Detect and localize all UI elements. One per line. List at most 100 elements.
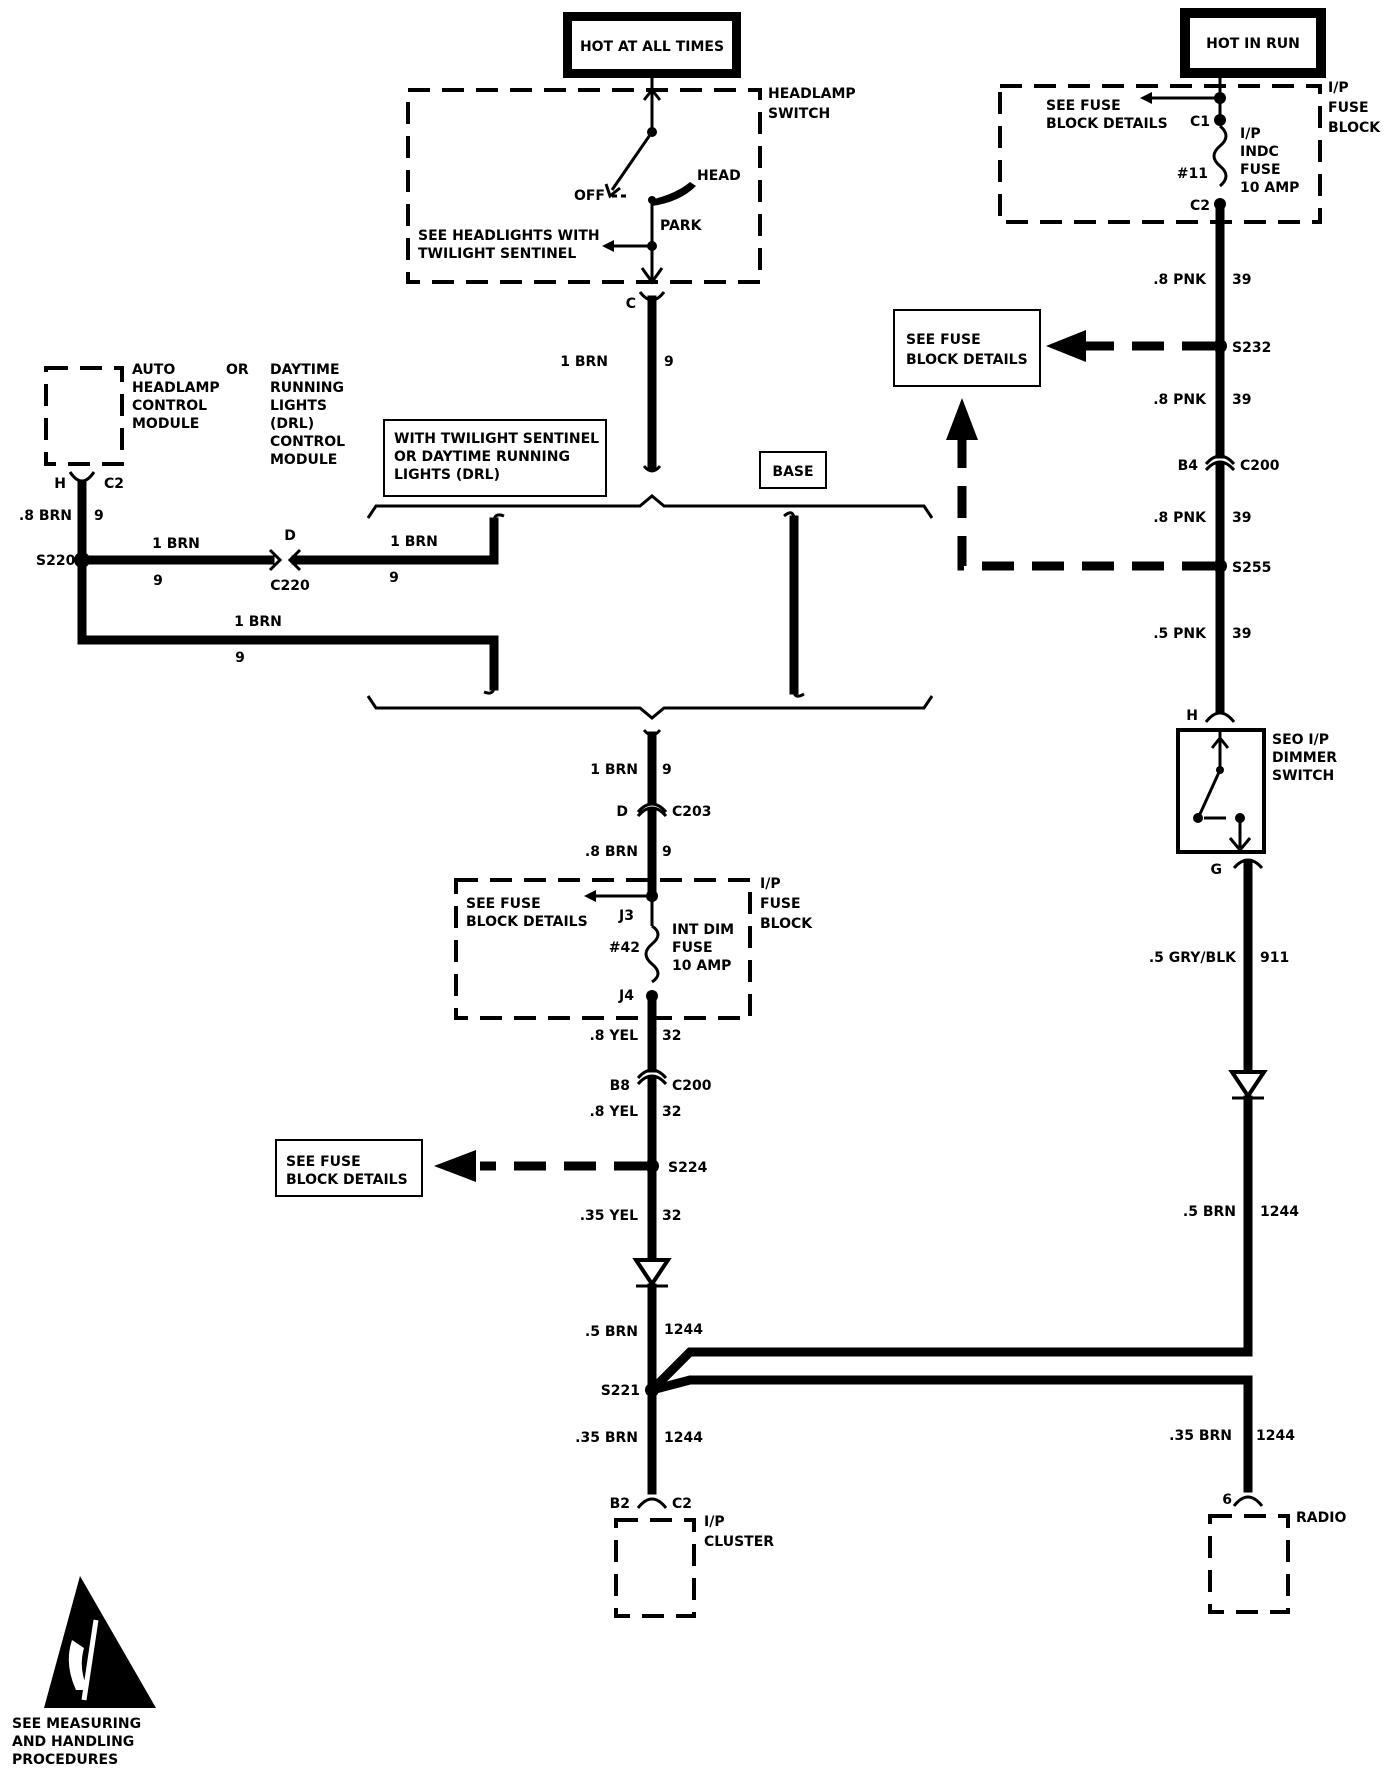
esd-warning: SEE MEASURING AND HANDLING PROCEDURES: [12, 1576, 156, 1768]
connector-label: B2: [610, 1496, 630, 1512]
see-fuse-label: BLOCK DETAILS: [1046, 116, 1168, 132]
see-fuse-box-lower: SEE FUSE BLOCK DETAILS: [275, 1139, 423, 1197]
wire-color-label: 1 BRN: [152, 536, 200, 552]
switch-off-label: OFF: [574, 188, 605, 204]
circuit-number-label: 32: [662, 1208, 681, 1224]
ip-fuse-block-lower: I/P FUSE BLOCK SEE FUSE BLOCK DETAILS J3…: [454, 876, 813, 1020]
circuit-number-label: 1244: [664, 1322, 703, 1338]
circuit-number-label: 9: [153, 573, 163, 589]
drl-module-label: RUNNING: [270, 380, 344, 396]
dimmer-label: DIMMER: [1272, 750, 1337, 766]
fuse-block-label: BLOCK: [1328, 120, 1381, 136]
wire-color-label: 1 BRN: [234, 614, 282, 630]
circuit-number-label: 1244: [1260, 1204, 1299, 1220]
terminal-label: J4: [618, 988, 634, 1004]
circuit-number-label: 911: [1260, 950, 1289, 966]
connector-label: C200: [672, 1078, 712, 1094]
see-fuse-label: SEE FUSE: [466, 896, 541, 912]
option-bars: [366, 465, 934, 720]
cluster-label: CLUSTER: [704, 1534, 774, 1550]
yellow-circuit: .8 YEL 32 B8 C200 .8 YEL 32 S224 .35 YEL…: [434, 991, 712, 1395]
option-label: WITH TWILIGHT SENTINEL: [394, 431, 599, 447]
headlamp-switch-label: HEADLAMP: [768, 86, 856, 102]
module-label: MODULE: [132, 416, 199, 432]
wire-color-label: .35 BRN: [1169, 1428, 1232, 1444]
circuit-number-label: 1244: [664, 1430, 703, 1446]
interior-dimmer-feed: 1 BRN 9 D C203 .8 BRN 9: [585, 729, 712, 901]
connector-label: B4: [1178, 458, 1199, 474]
splice-s220: S220 1 BRN 9 D C220 1 BRN 9 1 BRN 9: [36, 513, 505, 695]
fuse-label: FUSE: [1240, 162, 1281, 178]
wire-color-label: .5 GRY/BLK: [1149, 950, 1237, 966]
hot-in-run-label: HOT IN RUN: [1206, 36, 1300, 52]
cluster-label: I/P: [704, 1514, 725, 1530]
fuse-label: INT DIM: [672, 922, 734, 938]
headlamp-switch: HEADLAMP SWITCH OFF HEAD PARK SEE HEADLI…: [406, 78, 856, 285]
ip-cluster: I/P CLUSTER: [614, 1514, 774, 1618]
switch-head-label: HEAD: [697, 168, 741, 184]
dimmer-output-circuit: .5 GRY/BLK 911 .5 BRN 1244: [1149, 859, 1299, 1357]
pin-label: C2: [104, 476, 124, 492]
radio: RADIO: [1208, 1510, 1346, 1614]
fuse-label: 10 AMP: [1240, 180, 1299, 196]
wire-color-label: .8 YEL: [589, 1104, 638, 1120]
splice-label: S255: [1232, 560, 1271, 576]
base-option-box: BASE: [759, 451, 827, 489]
connector-label: G: [1211, 862, 1223, 878]
dimmer-label: SEO I/P: [1272, 732, 1329, 748]
wire-color-label: .5 BRN: [585, 1324, 638, 1340]
hot-in-run-box: HOT IN RUN: [1180, 8, 1326, 78]
circuit-number-label: 9: [94, 508, 104, 524]
wire-color-label: .8 PNK: [1153, 272, 1207, 288]
see-fuse-label: BLOCK DETAILS: [906, 352, 1028, 368]
wire-color-label: .8 BRN: [19, 508, 72, 524]
circuit-number-label: 9: [664, 354, 674, 370]
radio-label: RADIO: [1296, 1510, 1346, 1526]
connector-label: C200: [1240, 458, 1280, 474]
fuse-label: FUSE: [672, 940, 713, 956]
circuit-number-label: 39: [1232, 510, 1251, 526]
splice-s221: S221 .35 BRN 1244 B2 C2 .35 BRN 1244 6: [575, 1347, 1295, 1512]
wire-color-label: 1 BRN: [590, 762, 638, 778]
fuse-block-label: I/P: [1328, 80, 1349, 96]
hot-at-all-times-box: HOT AT ALL TIMES: [563, 12, 741, 78]
wire-color-label: .8 PNK: [1153, 510, 1207, 526]
see-fuse-label: BLOCK DETAILS: [466, 914, 588, 930]
circuit-number-label: 9: [662, 844, 672, 860]
wire-color-label: .8 YEL: [589, 1028, 638, 1044]
dimmer-switch: SEO I/P DIMMER SWITCH G: [1176, 728, 1337, 878]
see-fuse-box-upper: SEE FUSE BLOCK DETAILS: [893, 309, 1041, 387]
esd-label: PROCEDURES: [12, 1752, 118, 1768]
auto-headlamp-module: AUTO HEADLAMP CONTROL MODULE OR DAYTIME …: [19, 362, 345, 565]
circuit-number-label: 1244: [1256, 1428, 1295, 1444]
fuse-block-label: BLOCK: [760, 916, 813, 932]
headlamp-switch-label-2: SWITCH: [768, 106, 830, 122]
connector-label: B8: [610, 1078, 630, 1094]
drl-module-label: DAYTIME: [270, 362, 340, 378]
esd-label: AND HANDLING: [12, 1734, 134, 1750]
see-fuse-label: SEE FUSE: [906, 332, 981, 348]
terminal-label: J3: [618, 908, 634, 924]
circuit-number-label: 9: [389, 570, 399, 586]
splice-label: S221: [601, 1383, 640, 1399]
module-label: CONTROL: [132, 398, 207, 414]
ip-fuse-block-upper: I/P FUSE BLOCK SEE FUSE BLOCK DETAILS C1…: [998, 78, 1381, 224]
circuit-number-label: 39: [1232, 626, 1251, 642]
circuit-number-label: 39: [1232, 392, 1251, 408]
wire-color-label: .5 BRN: [1183, 1204, 1236, 1220]
fuse-number-label: #11: [1177, 166, 1208, 182]
connector-label: D: [284, 528, 296, 544]
see-headlights-label-2: TWILIGHT SENTINEL: [418, 246, 576, 262]
see-fuse-label: SEE FUSE: [286, 1154, 361, 1170]
fuse-label: I/P: [1240, 126, 1261, 142]
esd-label: SEE MEASURING: [12, 1716, 141, 1732]
splice-label: S220: [36, 553, 76, 569]
drl-module-label: (DRL): [270, 416, 314, 432]
wire-color-label: .5 PNK: [1153, 626, 1207, 642]
fuse-block-label: I/P: [760, 876, 781, 892]
hot-at-all-times-label: HOT AT ALL TIMES: [580, 39, 724, 55]
connector-label: 6: [1222, 1492, 1232, 1508]
twilight-option-box: WITH TWILIGHT SENTINEL OR DAYTIME RUNNIN…: [383, 419, 607, 497]
connector-label: C2: [672, 1496, 692, 1512]
